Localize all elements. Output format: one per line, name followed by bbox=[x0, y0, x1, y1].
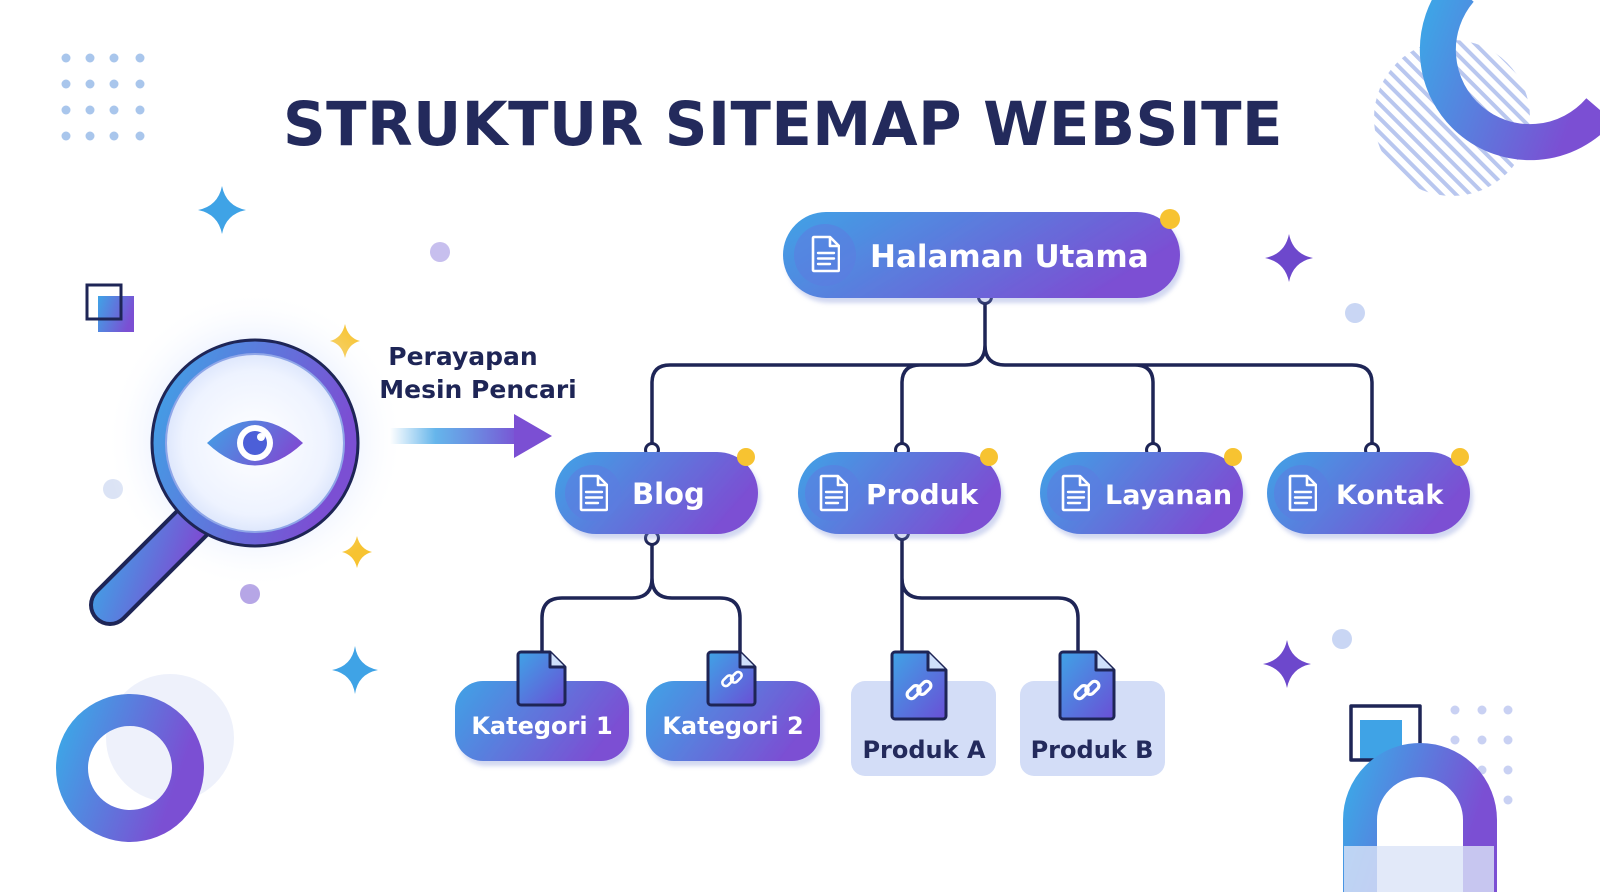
section-node-blog[interactable]: Blog bbox=[555, 448, 758, 534]
root-node-label: Halaman Utama bbox=[870, 239, 1149, 275]
leaf-node-produk-a[interactable]: Produk A bbox=[851, 650, 996, 776]
link-document-icon bbox=[890, 650, 948, 721]
crawler-label-line-2: Mesin Pencari bbox=[379, 375, 576, 404]
accent-dot bbox=[1224, 448, 1242, 466]
link-document-icon bbox=[706, 650, 757, 707]
ring-decoration-bottom-left bbox=[56, 694, 204, 842]
section-node-label: Produk bbox=[866, 478, 980, 511]
section-node-label: Kontak bbox=[1336, 480, 1444, 511]
connector-blog-to-children bbox=[540, 538, 742, 655]
leaf-node-label: Kategori 2 bbox=[662, 712, 803, 740]
connector-produk-to-children bbox=[900, 533, 1080, 655]
connector-root-to-sections bbox=[650, 297, 1374, 450]
leaf-node-kategori-2[interactable]: Kategori 2 bbox=[646, 650, 820, 761]
leaf-node-kategori-1[interactable]: Kategori 1 bbox=[455, 650, 629, 761]
root-node[interactable]: Halaman Utama bbox=[783, 209, 1180, 298]
leaf-node-label: Produk B bbox=[1031, 736, 1154, 764]
accent-dot bbox=[980, 448, 998, 466]
crawler-label-line-1: Perayapan bbox=[388, 342, 537, 371]
leaf-node-label: Kategori 1 bbox=[471, 712, 612, 740]
arch-decoration-bottom-right bbox=[1343, 743, 1497, 892]
dot-grid-top-left bbox=[61, 53, 145, 141]
document-icon bbox=[516, 650, 567, 707]
section-node-layanan[interactable]: Layanan bbox=[1040, 448, 1243, 534]
arch-base-decoration bbox=[1344, 846, 1494, 892]
ring-arc-decoration-top-right bbox=[1419, 0, 1600, 161]
accent-dot bbox=[737, 448, 755, 466]
section-node-kontak[interactable]: Kontak bbox=[1267, 448, 1470, 534]
crawl-arrow bbox=[390, 414, 552, 458]
decorations bbox=[56, 0, 1600, 892]
square-decoration-left bbox=[85, 283, 134, 332]
leaf-node-produk-b[interactable]: Produk B bbox=[1020, 650, 1165, 776]
leaf-node-label: Produk A bbox=[862, 736, 985, 764]
section-node-produk[interactable]: Produk bbox=[798, 448, 1001, 534]
section-node-label: Blog bbox=[632, 477, 705, 511]
magnifier-eye-icon bbox=[89, 338, 360, 626]
search-crawler: Perayapan Mesin Pencari bbox=[89, 290, 577, 626]
accent-dot bbox=[1451, 448, 1469, 466]
page-title: STRUKTUR SITEMAP WEBSITE bbox=[283, 89, 1283, 160]
accent-dot bbox=[1160, 209, 1180, 229]
link-document-icon bbox=[1058, 650, 1116, 721]
section-node-label: Layanan bbox=[1105, 480, 1232, 511]
